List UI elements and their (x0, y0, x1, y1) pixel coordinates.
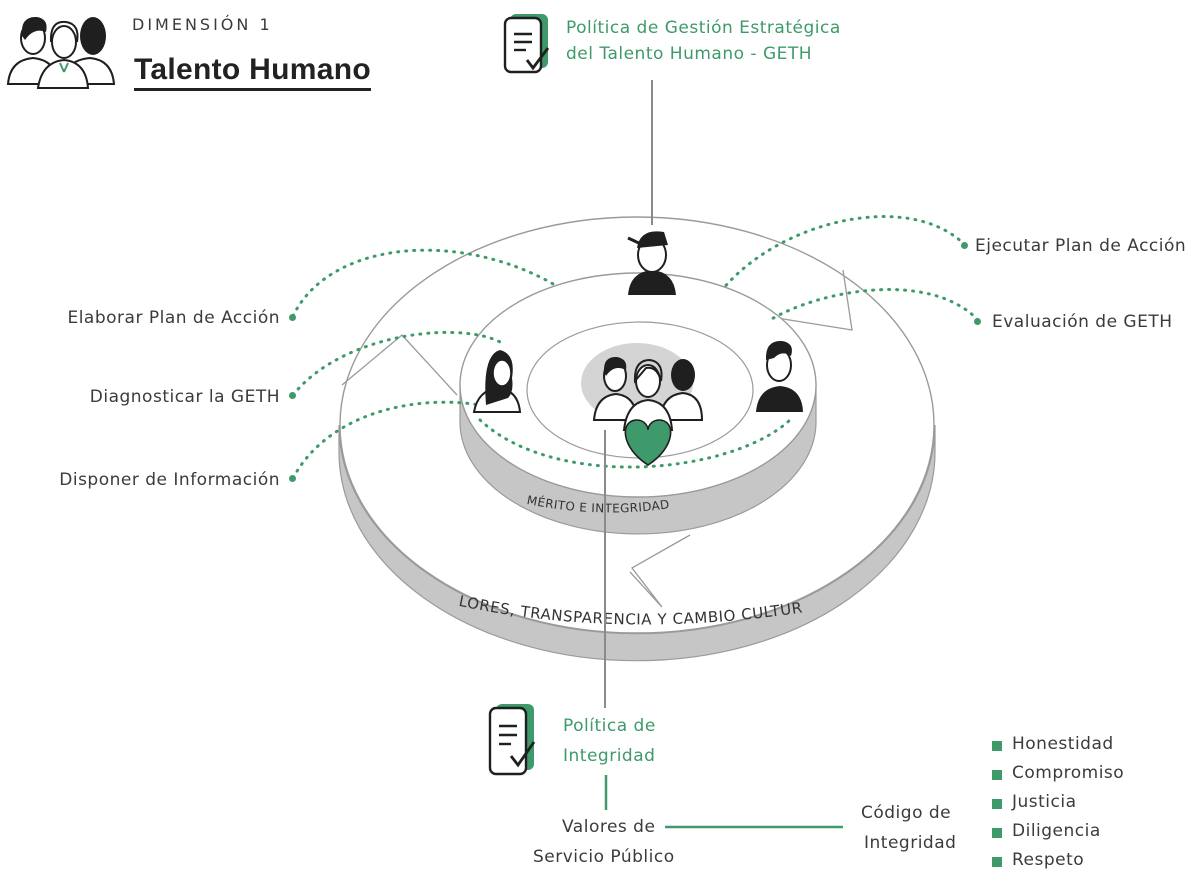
crack-bottom (629, 534, 691, 608)
dimension-label: DIMENSIÓN 1 (132, 15, 273, 34)
step-dot (289, 475, 296, 482)
code-line2: Integridad (864, 833, 957, 853)
heart-icon (624, 419, 672, 466)
step-evaluacion: Evaluación de GETH (992, 312, 1173, 332)
value-bullet (992, 799, 1002, 809)
value-item: Compromiso (1012, 763, 1125, 783)
value-bullet (992, 741, 1002, 751)
step-dot (289, 392, 296, 399)
step-ejecutar-plan: Ejecutar Plan de Acción (975, 236, 1187, 256)
integrity-policy-line2: Integridad (563, 746, 656, 766)
step-dot (974, 318, 981, 325)
value-bullet (992, 857, 1002, 867)
top-policy-line1: Política de Gestión Estratégica (566, 18, 841, 38)
person-right-icon (756, 340, 803, 412)
public-values-line1: Valores de (562, 817, 656, 837)
value-item: Diligencia (1012, 821, 1101, 841)
person-left-icon (472, 350, 522, 413)
public-values-line2: Servicio Público (533, 847, 675, 867)
value-bullet (992, 828, 1002, 838)
process-paths (291, 215, 980, 480)
integrity-policy-line1: Política de (563, 716, 656, 736)
value-bullet (992, 770, 1002, 780)
step-dot (961, 242, 968, 249)
crack-right (776, 269, 853, 331)
outer-ring-band (338, 424, 936, 662)
step-disponer-informacion: Disponer de Información (59, 470, 280, 490)
step-dot (289, 314, 296, 321)
person-top-icon (627, 231, 676, 295)
code-line1: Código de (861, 803, 952, 823)
center-group-icon (592, 356, 704, 466)
top-policy-line2: del Talento Humano - GETH (566, 44, 813, 64)
step-diagnosticar: Diagnosticar la GETH (89, 387, 280, 407)
document-check-icon-bottom (488, 704, 536, 776)
page-title: Talento Humano (134, 53, 371, 91)
people-group-icon (6, 16, 116, 89)
document-check-icon-top (503, 14, 550, 74)
value-item: Justicia (1012, 792, 1077, 812)
crack-left (341, 334, 458, 396)
step-elaborar-plan: Elaborar Plan de Acción (67, 308, 280, 328)
value-item: Respeto (1012, 850, 1085, 870)
value-item: Honestidad (1012, 734, 1114, 754)
